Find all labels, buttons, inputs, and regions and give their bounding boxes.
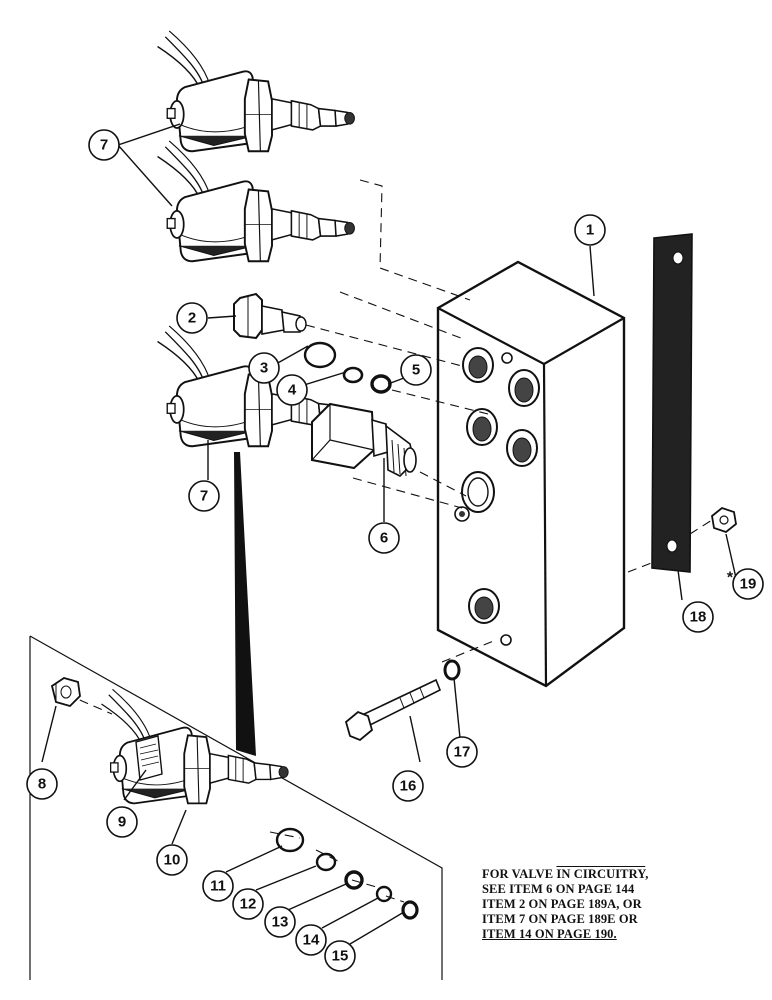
o-ring-14 xyxy=(375,885,393,903)
detail-inset-frame xyxy=(29,635,443,980)
callout-19: 19 xyxy=(740,576,757,593)
fitting-2 xyxy=(233,292,307,340)
callout-16: 16 xyxy=(400,778,417,795)
washer-15 xyxy=(401,900,419,920)
callout-12: 12 xyxy=(240,896,257,913)
asterisk-marker: * xyxy=(727,570,734,587)
washer-13 xyxy=(344,870,364,890)
callout-10: 10 xyxy=(164,852,181,869)
callout-4: 4 xyxy=(288,382,297,399)
callout-8: 8 xyxy=(38,776,46,793)
note-line-2: SEE ITEM 6 ON PAGE 144 xyxy=(482,882,635,896)
callout-18: 18 xyxy=(690,609,707,626)
detail-pointer xyxy=(234,452,256,756)
note-line-5: ITEM 14 ON PAGE 190. xyxy=(482,927,617,941)
note-line-4: ITEM 7 ON PAGE 189E OR xyxy=(482,912,638,926)
valve-body-1 xyxy=(436,260,626,688)
assembly-guide-lines xyxy=(65,179,713,903)
circuitry-reference-note: FOR VALVE IN CIRCUITRY, SEE ITEM 6 ON PA… xyxy=(482,867,712,942)
check-valve-6 xyxy=(311,402,417,477)
callout-11: 11 xyxy=(210,878,226,895)
callout-circles xyxy=(26,129,764,972)
callout-13: 13 xyxy=(272,914,289,931)
solenoid-valve-7-middle xyxy=(156,140,356,263)
label-plate-9 xyxy=(135,735,163,781)
o-ring-4 xyxy=(342,366,364,384)
callout-14: 14 xyxy=(303,932,320,949)
callout-7-lower: 7 xyxy=(200,488,208,505)
callout-1: 1 xyxy=(586,222,594,239)
callout-17: 17 xyxy=(454,744,471,761)
note-line-3: ITEM 2 ON PAGE 189A, OR xyxy=(482,897,642,911)
note-line-1-emphasis: IN CIRCUITRY xyxy=(556,867,646,881)
solenoid-valve-detail xyxy=(100,688,290,805)
callout-3: 3 xyxy=(260,360,268,377)
callout-7-top: 7 xyxy=(100,137,108,154)
note-line-1: FOR VALVE IN CIRCUITRY, xyxy=(482,867,712,882)
mounting-plate-18 xyxy=(651,233,693,573)
note-line-1-prefix: FOR VALVE xyxy=(482,867,557,881)
callout-5: 5 xyxy=(412,362,420,379)
o-ring-11 xyxy=(275,827,305,853)
lock-washer-17 xyxy=(443,659,461,681)
note-line-1-suffix: , xyxy=(645,867,649,881)
callout-6: 6 xyxy=(380,530,388,547)
bolt-16 xyxy=(344,678,442,742)
solenoid-valve-7-top xyxy=(156,30,356,153)
nut-8 xyxy=(50,677,81,708)
o-ring-3 xyxy=(303,341,337,369)
o-ring-12 xyxy=(315,852,337,872)
callout-9: 9 xyxy=(118,814,126,831)
leader-lines xyxy=(41,123,737,945)
callout-2: 2 xyxy=(188,310,196,327)
nut-19 xyxy=(711,506,737,534)
callout-15: 15 xyxy=(332,948,349,965)
washer-5 xyxy=(370,374,392,394)
